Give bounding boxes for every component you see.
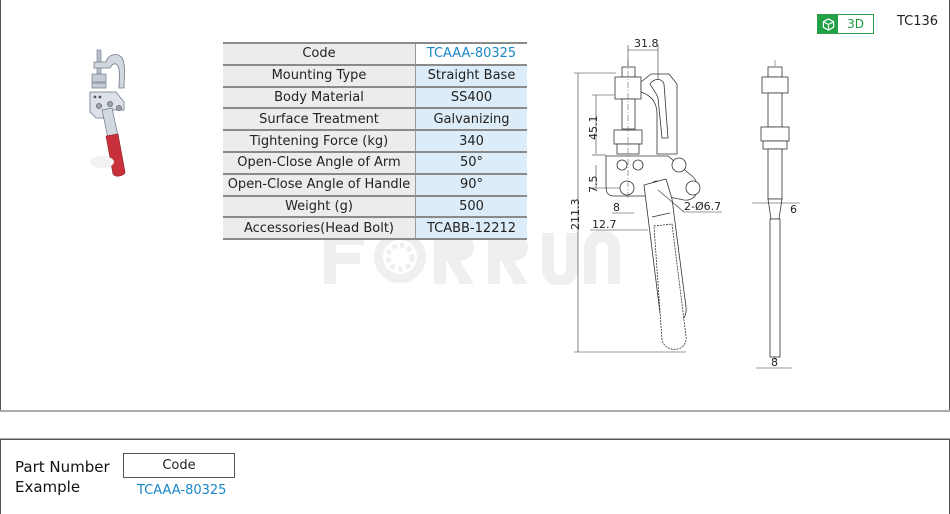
table-row: Weight (g)500: [223, 194, 527, 218]
forrun-watermark-logo: [324, 230, 620, 285]
spec-label: Open-Close Angle of Arm: [223, 150, 416, 174]
spec-value-code[interactable]: TCAAA-80325: [415, 42, 527, 65]
spec-label: Surface Treatment: [223, 107, 416, 131]
spec-label: Weight (g): [223, 194, 416, 218]
example-code[interactable]: TCAAA-80325: [137, 483, 227, 498]
series-code: TC136: [897, 14, 939, 29]
code-box: Code: [123, 453, 235, 478]
spec-value: TCABB-12212: [415, 216, 527, 241]
dim-holes: 2-Ø6.7: [684, 200, 721, 213]
dim-12-7: 12.7: [592, 218, 617, 231]
dim-7-5: 7.5: [587, 176, 600, 194]
dim-8-handle: 8: [771, 356, 778, 369]
spec-label: Mounting Type: [223, 63, 416, 87]
table-row: Tightening Force (kg)340: [223, 129, 527, 152]
dim-8-hole: 8: [613, 201, 620, 214]
product-photo: [89, 49, 126, 177]
spec-label: Body Material: [223, 85, 416, 109]
cube-icon: [818, 15, 838, 33]
part-number-label: Part Number Example: [15, 457, 110, 497]
table-row: Accessories(Head Bolt)TCABB-12212: [223, 216, 527, 241]
dim-45-1: 45.1: [587, 116, 600, 141]
spec-value: 50°: [415, 150, 527, 174]
spec-value: 90°: [415, 172, 527, 196]
part-number-label-line1: Part Number: [15, 458, 110, 476]
spec-label: Code: [223, 42, 416, 65]
spec-value: Straight Base: [415, 63, 527, 87]
3d-model-button[interactable]: 3D: [817, 14, 874, 34]
spec-value: 500: [415, 194, 527, 218]
spec-value: Galvanizing: [415, 107, 527, 131]
spec-label: Tightening Force (kg): [223, 129, 416, 152]
spec-label: Accessories(Head Bolt): [223, 216, 416, 241]
spec-value: 340: [415, 129, 527, 152]
dim-6: 6: [790, 203, 797, 216]
dim-211-3: 211.3: [569, 199, 582, 231]
spec-label: Open-Close Angle of Handle: [223, 172, 416, 196]
3d-label: 3D: [847, 17, 864, 31]
dim-31-8: 31.8: [634, 37, 659, 50]
technical-drawing: 31.8 45.1 7.5 211.3 8 12.7 2-Ø6.7 6 8: [569, 37, 800, 369]
spec-value: SS400: [415, 85, 527, 109]
part-number-label-line2: Example: [15, 478, 81, 496]
